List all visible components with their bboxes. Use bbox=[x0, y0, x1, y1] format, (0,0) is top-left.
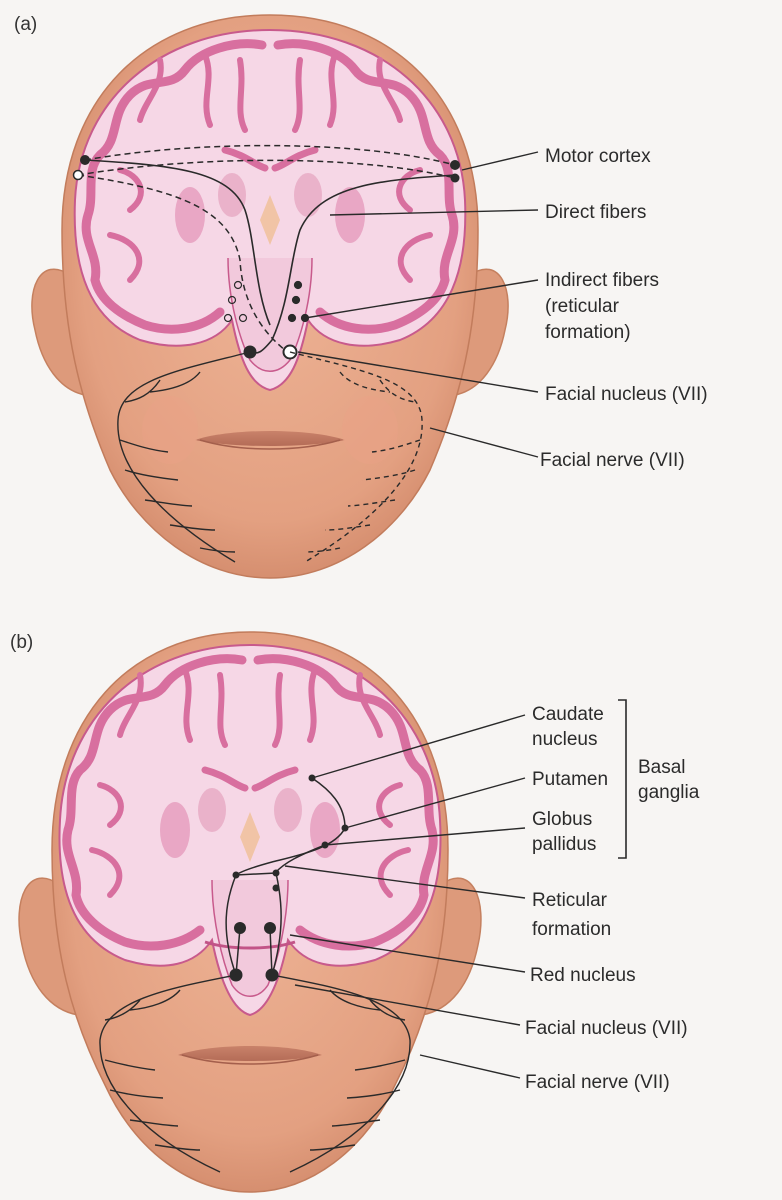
cortex-folds-left-a bbox=[81, 39, 267, 334]
gyri-right-a bbox=[292, 52, 433, 283]
label-globus-2: pallidus bbox=[532, 834, 596, 855]
brainstem-b bbox=[211, 879, 289, 997]
label-reticular-2: formation bbox=[532, 919, 611, 940]
red-nucleus-line-b bbox=[204, 940, 296, 950]
panel-a-tag: (a) bbox=[14, 14, 37, 35]
red-nucleus-right-b bbox=[264, 922, 276, 934]
label-motor-cortex: Motor cortex bbox=[545, 146, 651, 167]
facial-nerve-right-a bbox=[289, 351, 423, 563]
label-facial-nerve-b: Facial nerve (VII) bbox=[525, 1072, 670, 1093]
panel-a: (a) bbox=[14, 14, 708, 579]
label-putamen: Putamen bbox=[532, 769, 608, 790]
cortex-folds-right-b bbox=[253, 654, 438, 951]
label-facial-nerve-a: Facial nerve (VII) bbox=[540, 450, 685, 471]
gyri-left-b bbox=[89, 667, 228, 898]
motor-neuron-right-2-a bbox=[450, 173, 460, 183]
reticular-dot-right-b bbox=[272, 869, 280, 877]
red-nucleus-left-b bbox=[234, 922, 246, 934]
label-indirect-fibers-2: (reticular bbox=[545, 296, 620, 317]
thalamus-right-a bbox=[294, 173, 322, 217]
label-facial-nucleus-b: Facial nucleus (VII) bbox=[525, 1018, 688, 1039]
label-direct-fibers: Direct fibers bbox=[545, 202, 646, 223]
globus-left-b bbox=[198, 788, 226, 832]
facial-nerve-b bbox=[99, 974, 411, 1173]
label-indirect-fibers-1: Indirect fibers bbox=[545, 270, 659, 291]
cortex-folds-left-b bbox=[62, 654, 247, 951]
basal-ganglia-bracket bbox=[618, 699, 627, 859]
putamen-left-a bbox=[175, 187, 205, 243]
label-red-nucleus: Red nucleus bbox=[530, 965, 636, 986]
third-ventricle-a bbox=[260, 195, 280, 245]
third-ventricle-b bbox=[240, 812, 260, 862]
label-basal-1: Basal bbox=[638, 757, 686, 778]
cortex-folds-right-a bbox=[273, 39, 459, 334]
label-basal-2: ganglia bbox=[638, 782, 700, 803]
facial-nerve-left-a bbox=[117, 351, 251, 563]
mouth-a bbox=[195, 431, 345, 446]
label-globus-1: Globus bbox=[532, 809, 592, 830]
label-facial-nucleus-a: Facial nucleus (VII) bbox=[545, 384, 708, 405]
putamen-left-b bbox=[160, 802, 190, 858]
motor-neuron-left-a bbox=[80, 155, 90, 165]
panel-b: (b) bbox=[10, 631, 700, 1193]
basal-ganglia-pathway-b bbox=[225, 777, 346, 976]
direct-fibers-a bbox=[84, 159, 456, 354]
ventricle-a bbox=[221, 146, 319, 172]
motor-neuron-right-a bbox=[450, 160, 460, 170]
brainstem-a bbox=[227, 257, 313, 372]
reticular-dot-left-b bbox=[232, 871, 240, 879]
panel-b-tag: (b) bbox=[10, 632, 33, 653]
mouth-b bbox=[178, 1046, 322, 1061]
reticular-dot-right2-b bbox=[272, 884, 280, 892]
reticular-dots-a bbox=[223, 280, 310, 323]
label-indirect-fibers-3: formation) bbox=[545, 322, 631, 343]
motor-neuron-left-open-a bbox=[72, 169, 84, 181]
leaders-a bbox=[297, 151, 539, 458]
ventricle-b bbox=[201, 766, 299, 792]
globus-right-b bbox=[274, 788, 302, 832]
label-caudate-2: nucleus bbox=[532, 729, 598, 750]
leaders-b bbox=[284, 714, 526, 1079]
thalamus-left-a bbox=[218, 173, 246, 217]
label-caudate-1: Caudate bbox=[532, 704, 604, 725]
label-reticular-1: Reticular bbox=[532, 890, 608, 911]
dashed-fibers-a bbox=[77, 144, 456, 351]
gyri-right-b bbox=[272, 667, 411, 898]
